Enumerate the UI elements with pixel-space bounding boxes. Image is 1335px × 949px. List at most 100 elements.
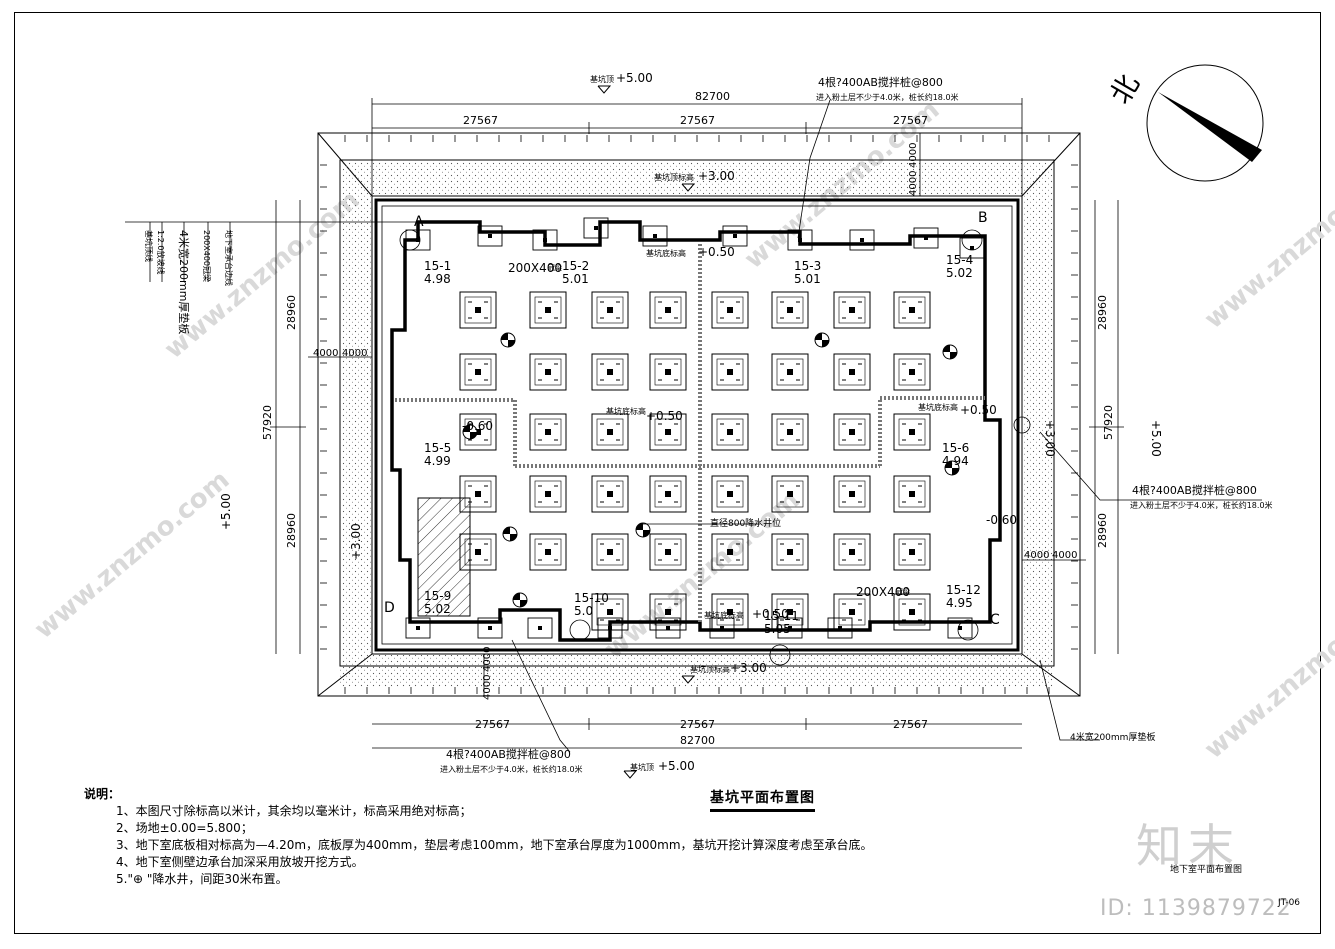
callout-anchor: 4根?400AB搅拌桩@800 <box>446 747 571 761</box>
dewatering-well-icon <box>944 460 960 476</box>
pad-id: 15-12 <box>946 583 981 597</box>
pile-cap <box>711 475 749 513</box>
dim-segment: 27567 <box>475 718 510 731</box>
pad-id: 15-10 <box>574 591 609 605</box>
edge-pile-cap <box>709 617 735 639</box>
dim-half-height: 28960 <box>285 295 298 330</box>
pad-id: 15-9 <box>424 589 451 603</box>
pad-value: 5.0 <box>574 604 593 618</box>
pad-id: 15-5 <box>424 441 451 455</box>
zone-divisions <box>395 244 985 622</box>
elev-label: 基坑底标高 <box>704 610 744 620</box>
paving-band <box>340 162 1054 687</box>
note-item: 3、地下室底板相对标高为—4.20m，底板厚为400mm，垫层考虑100mm，地… <box>116 838 873 852</box>
pile-cap <box>649 413 687 451</box>
pile-cap <box>893 533 931 571</box>
pile-cap <box>591 353 629 391</box>
pile-cap <box>711 353 749 391</box>
callout-note: 进入粉土层不少于4.0米，桩长约18.0米 <box>440 764 583 774</box>
pile-cap <box>771 291 809 329</box>
note-item: 4、地下室侧壁边承台加深采用放坡开挖方式。 <box>116 855 364 869</box>
elev-value: -0.60 <box>462 419 493 433</box>
elev-value: +5.00 <box>219 493 233 530</box>
pile-cap <box>711 593 749 631</box>
notes-block: 说明： 1、本图尺寸除标高以米计，其余均以毫米计，标高采用绝对标高； 2、场地±… <box>84 786 873 888</box>
callout-beam-suffix: 冠梁 <box>548 263 562 272</box>
pad-id: 15-4 <box>946 253 973 267</box>
pad-value: 4.99 <box>424 454 451 468</box>
pile-cap <box>833 413 871 451</box>
drawing-frame <box>14 12 1321 934</box>
edge-pile-cap <box>947 617 973 639</box>
hatched-zone <box>417 497 471 617</box>
pile-cap <box>893 413 931 451</box>
dimension-lines <box>270 98 1124 749</box>
dewatering-well-icon <box>500 332 516 348</box>
pad-value: 5.02 <box>424 602 451 616</box>
elevation-markers <box>597 85 696 779</box>
dim-half-height: 28960 <box>285 513 298 548</box>
dim-half-height: 28960 <box>1096 295 1109 330</box>
pile-cap <box>833 475 871 513</box>
sheet-number: JT-06 <box>1278 898 1301 908</box>
pile-cap <box>459 413 497 451</box>
pile-cap <box>833 291 871 329</box>
pile-cap <box>711 413 749 451</box>
dim-offset: 4000 <box>908 143 919 168</box>
edge-pile-cap <box>477 617 503 639</box>
pile-cap <box>529 353 567 391</box>
basement-outline <box>390 220 1002 642</box>
corner-b: B <box>978 210 988 226</box>
pile-cap <box>591 291 629 329</box>
sheet-name: 地下室平面布置图 <box>1170 865 1243 875</box>
pit-boundary <box>374 198 1020 652</box>
dim-offset: 4000 <box>1052 550 1077 561</box>
image-id: ID: 1139879722 <box>1100 896 1292 921</box>
elev-label: 基坑底标高 <box>646 248 686 258</box>
dim-segment: 27567 <box>680 718 715 731</box>
edge-pile-cap <box>849 229 875 251</box>
dim-offset: 4000 <box>908 171 919 196</box>
callout-leaders <box>511 99 1262 753</box>
edge-pile-cap <box>722 225 748 247</box>
north-label: 北 <box>1103 69 1146 110</box>
pile-cap <box>833 353 871 391</box>
pile-cap <box>649 533 687 571</box>
pile-cap <box>771 533 809 571</box>
pile-cap <box>893 593 931 631</box>
dewatering-wells <box>462 332 960 608</box>
pile-cap <box>771 475 809 513</box>
pad-id: 15-1 <box>424 259 451 273</box>
pad-value: 4.95 <box>946 596 973 610</box>
callout-beam: 200X400 <box>856 585 910 599</box>
pile-cap <box>529 533 567 571</box>
legend-item: 200X400冠梁 <box>202 230 211 282</box>
edge-pile-cap <box>913 227 939 249</box>
brand-logo: 知末 <box>1136 819 1240 873</box>
dewatering-well-icon <box>502 526 518 542</box>
edge-pile-cap <box>527 617 553 639</box>
pile-cap <box>711 533 749 571</box>
pad-value: 4.98 <box>424 272 451 286</box>
corner-d: D <box>384 600 395 616</box>
elev-label: 基坑顶 <box>630 762 654 772</box>
dewatering-well-icon <box>814 332 830 348</box>
pile-cap <box>459 291 497 329</box>
edge-pile-cap <box>532 229 558 251</box>
grid-axis-markers <box>399 229 1031 666</box>
note-item: 1、本图尺寸除标高以米计，其余均以毫米计，标高采用绝对标高； <box>116 804 472 818</box>
edge-pile-cap <box>583 217 609 239</box>
elev-label: 基坑顶标高 <box>654 172 694 182</box>
callout-anchor: 4根?400AB搅拌桩@800 <box>1132 483 1257 497</box>
elev-label: 基坑底标高 <box>918 402 958 412</box>
callout-note: 进入粉土层不少于4.0米，桩长约18.0米 <box>816 92 959 102</box>
dim-overall-height: 57920 <box>1102 405 1115 440</box>
elev-value: +5.00 <box>1149 420 1163 457</box>
legend-item: 1:2.0放坡线 <box>156 230 166 275</box>
elev-label: 基坑顶标高 <box>690 664 730 674</box>
edge-pile-cap <box>655 617 681 639</box>
edge-pile-cap <box>642 225 668 247</box>
elev-label: 基坑顶 <box>590 74 614 84</box>
elev-value: +0.50 <box>752 607 789 621</box>
edge-pile-cap <box>477 225 503 247</box>
